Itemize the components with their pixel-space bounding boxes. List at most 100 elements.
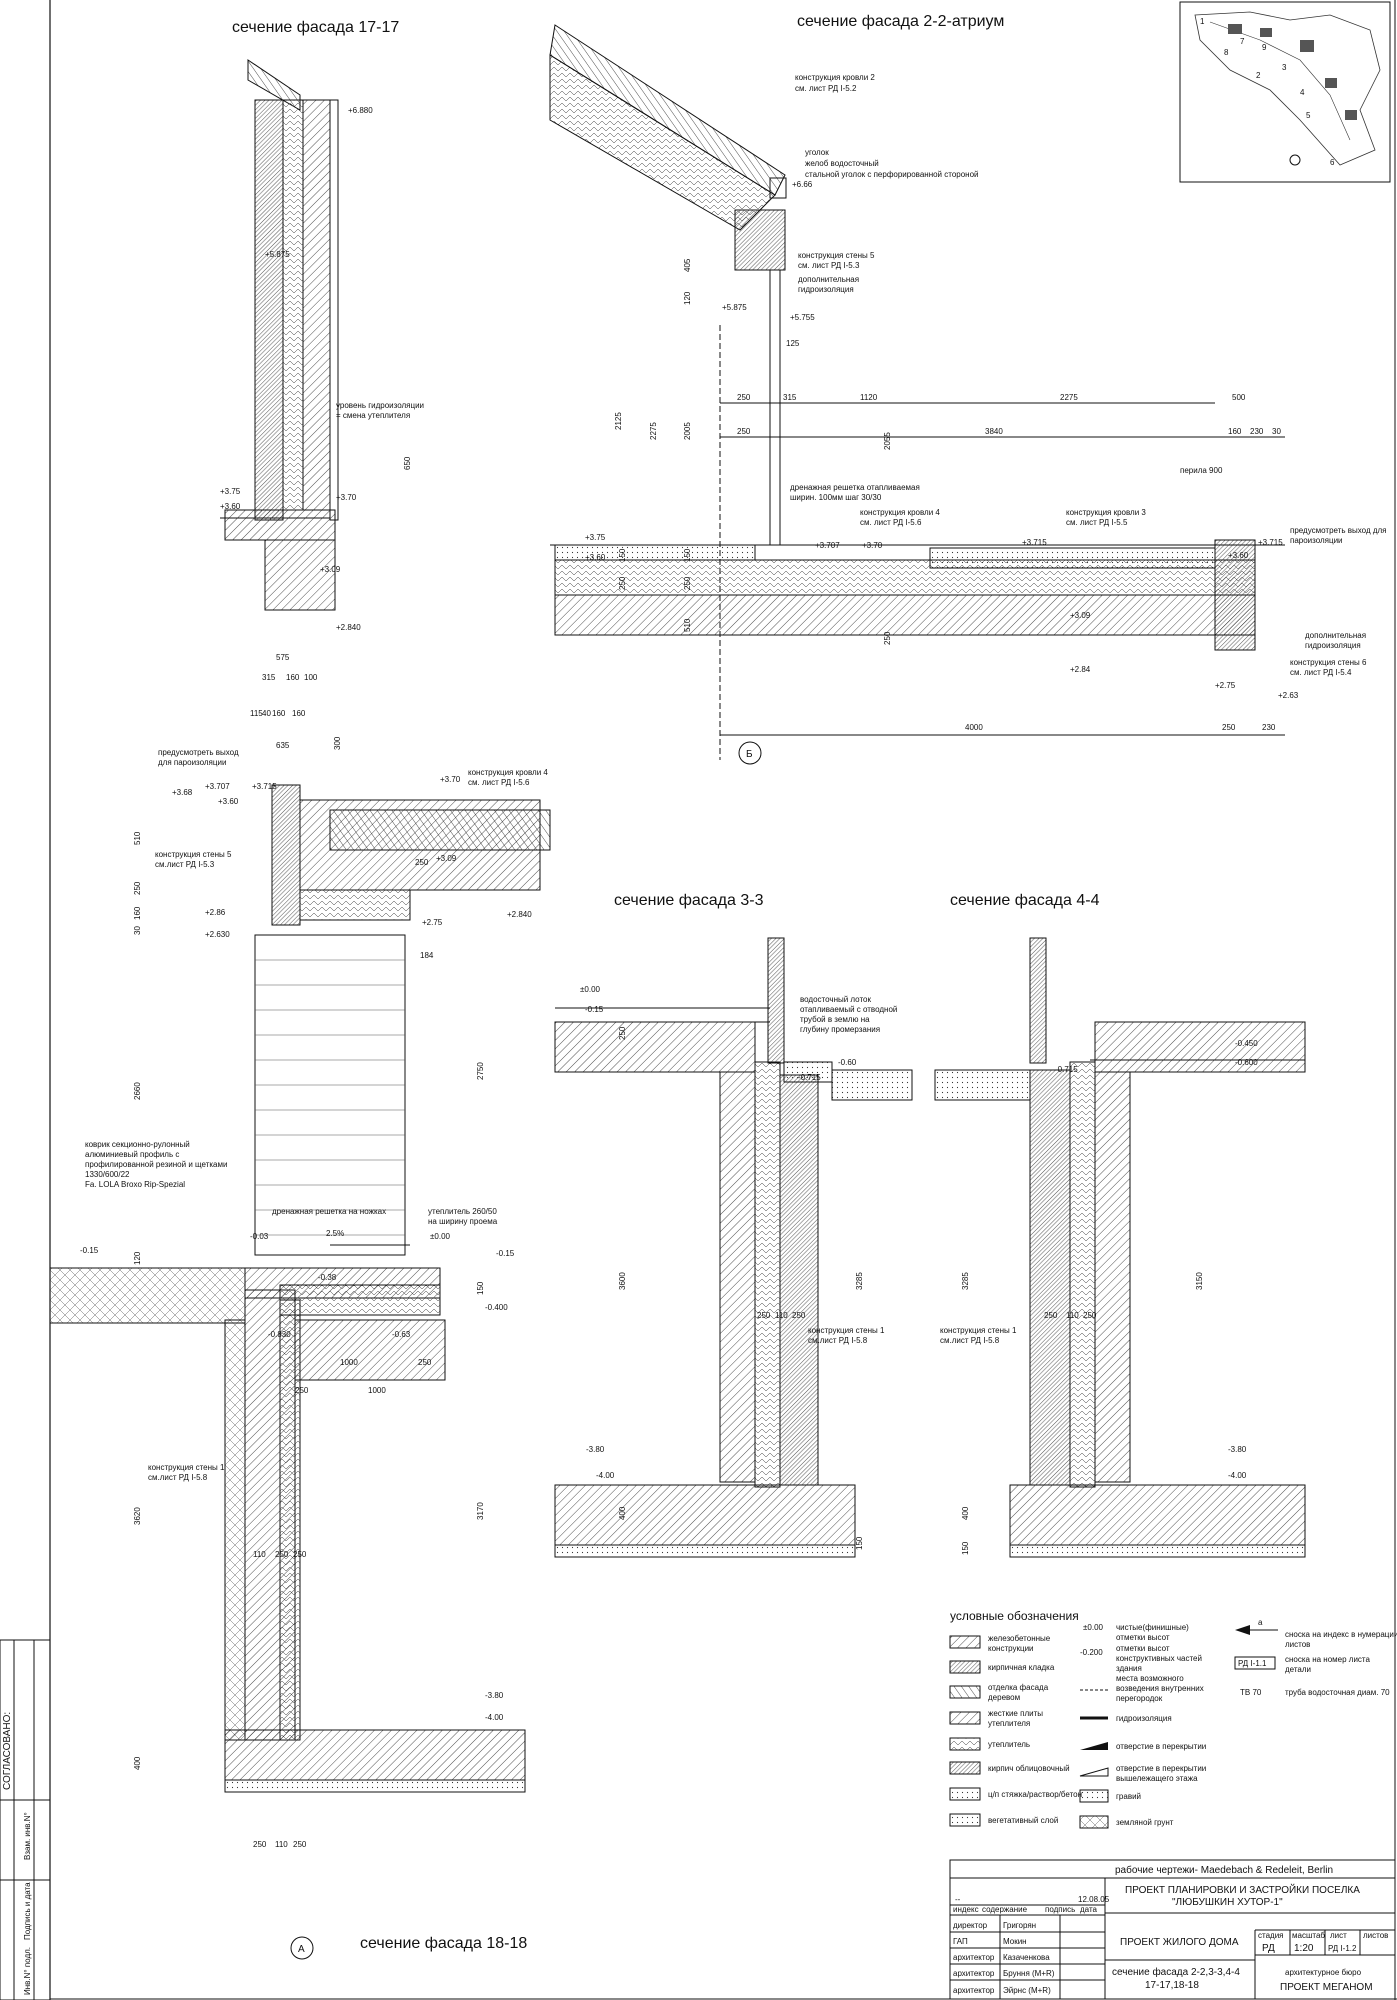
legend-opening-above-2: вышележащего этажа <box>1116 1774 1198 1783</box>
s44-level-0715: -0.715 <box>1055 1065 1078 1074</box>
stamp-replace: Взам. инв.N° <box>23 1812 32 1860</box>
tb-stage: РД <box>1262 1943 1275 1954</box>
s22-level-666: +6.66 <box>792 180 813 189</box>
legend-partition-3: перегородок <box>1116 1694 1163 1703</box>
s22-dim-v-150b: 150 <box>683 548 692 562</box>
north-arrow-icon <box>1289 154 1301 166</box>
s22-level-309: +3.09 <box>1070 611 1091 620</box>
s22-note-drain-2: ширин. 100мм шаг 30/30 <box>790 493 882 502</box>
tb-h-sheet: лист <box>1330 1931 1347 1940</box>
legend-mark-000: ±0.00 <box>1083 1623 1104 1632</box>
s22-dim-v-510: 510 <box>683 618 692 632</box>
tb-name-4: Бруння (M+R) <box>1003 1969 1055 1978</box>
legend-finish-1: чистые(финишные) <box>1116 1623 1189 1632</box>
s18-dim-635: 635 <box>276 741 290 750</box>
s18-dim-40: 40 <box>262 709 271 718</box>
s18-level-368: +3.68 <box>172 788 193 797</box>
s18-note-mat-5: Fa. LOLA Broxo Rip-Spezial <box>85 1180 185 1189</box>
s18-dim-250g: 250 <box>293 1840 307 1849</box>
legend-soil: земляной грунт <box>1116 1818 1174 1827</box>
index-arrow-icon <box>1235 1625 1250 1635</box>
keyplan-7: 7 <box>1240 37 1245 46</box>
s33-dim-400: 400 <box>618 1506 627 1520</box>
s17-level-6880: +6.880 <box>348 106 373 115</box>
s18-level-370: +3.70 <box>440 775 461 784</box>
s44-dim-110: 110 <box>1066 1311 1079 1320</box>
s22-level-275: +2.75 <box>1215 681 1236 690</box>
s22-note-wall5-2: см. лист РД I-5.3 <box>798 261 860 270</box>
s44-dim-3285: 3285 <box>961 1272 970 1290</box>
s22-note-vapour-1: предусмотреть выход для <box>1290 526 1387 535</box>
tb-dash: -- <box>955 1895 961 1904</box>
s22-note-wall5-1: конструкция стены 5 <box>798 251 875 260</box>
legend-facing-brick: кирпич облицовочный <box>988 1764 1070 1773</box>
tb-project-1: ПРОЕКТ ПЛАНИРОВКИ И ЗАСТРОЙКИ ПОСЕЛКА <box>1125 1883 1360 1896</box>
s18-level-038: -0.38 <box>318 1273 337 1282</box>
s33-dim-110: 110 <box>775 1311 788 1320</box>
legend-mark-0200: -0.200 <box>1080 1648 1103 1657</box>
section-2-2-atrium: Б конструкция кровли 2 см. лист РД I-5.2… <box>549 24 1387 765</box>
s18-level-063: -0.63 <box>392 1330 411 1339</box>
s22-dim-v-405: 405 <box>683 258 692 272</box>
s22-note-hydro-1: дополнительная <box>798 275 859 284</box>
s18-dim-184: 184 <box>420 951 434 960</box>
title-section-18: сечение фасада 18-18 <box>360 1935 527 1952</box>
tb-date: 12.08.05 <box>1078 1895 1110 1904</box>
s17-level-360: +3.60 <box>220 502 241 511</box>
s18-level-2840: +2.840 <box>507 910 532 919</box>
s18-dim-250f: 250 <box>253 1840 267 1849</box>
s18-note-roof4-2: см. лист РД I-5.6 <box>468 778 530 787</box>
s18-dim-1000a: 1000 <box>340 1358 358 1367</box>
s22-dim-mid-230: 230 <box>1250 427 1264 436</box>
s18-dim-160: 160 <box>286 673 300 682</box>
s18-dim-300: 300 <box>333 736 342 750</box>
legend: условные обозначения железобетонные конс… <box>949 1609 1397 1829</box>
s22-dim-top-1120: 1120 <box>860 393 878 402</box>
s22-dim-v-2005: 2005 <box>683 422 692 440</box>
s18-level-0830: -0.830 <box>268 1330 291 1339</box>
s18-note-vapour-1: предусмотреть выход <box>158 748 239 757</box>
s18-dim-v-2750: 2750 <box>476 1062 485 1080</box>
legend-index-2: листов <box>1285 1640 1310 1649</box>
s22-note-vapour-2: пароизоляции <box>1290 536 1343 545</box>
legend-concrete-2: конструкции <box>988 1644 1034 1653</box>
legend-brick: кирпичная кладка <box>988 1663 1055 1672</box>
s22-dim-top-500: 500 <box>1232 393 1246 402</box>
s44-level-400: -4.00 <box>1228 1471 1247 1480</box>
legend-partition-1: места возможного <box>1116 1674 1184 1683</box>
keyplan-8: 8 <box>1224 48 1229 57</box>
legend-insulation: утеплитель <box>988 1740 1030 1749</box>
s33-dim-3600: 3600 <box>618 1272 627 1290</box>
tb-rev-index: индекс <box>953 1905 979 1914</box>
legend-index-1: сноска на индекс в нумерации <box>1285 1630 1397 1639</box>
s22-dim-v-125: 125 <box>786 339 800 348</box>
s44-dim-250b: 250 <box>1083 1311 1097 1320</box>
title-section-17: сечение фасада 17-17 <box>232 19 399 36</box>
s33-dim-150: 150 <box>855 1536 864 1550</box>
legend-screed: ц/п стяжка/раствор/бетон <box>988 1790 1082 1799</box>
s22-dim-v-250b: 250 <box>683 576 692 590</box>
tb-rev-sign: подпись <box>1045 1905 1075 1914</box>
s18-dim-110b: 110 <box>275 1840 288 1849</box>
s18-dim-115: 115 <box>250 709 263 718</box>
s18-level-309: +3.09 <box>436 854 457 863</box>
s33-level-0715: -0.715 <box>798 1073 821 1082</box>
s18-level-275: +2.75 <box>422 918 443 927</box>
s33-dim-3285: 3285 <box>855 1272 864 1290</box>
s33-level-380: -3.80 <box>586 1445 605 1454</box>
s22-note-roof2-2: см. лист РД I-5.2 <box>795 84 857 93</box>
s18-note-roof4-1: конструкция кровли 4 <box>468 768 548 777</box>
title-section-44: сечение фасада 4-4 <box>950 892 1100 909</box>
tb-name-5: Эйрнс (M+R) <box>1003 1986 1051 1995</box>
s33-note-gutter-4: глубину промерзания <box>800 1025 880 1034</box>
s18-dim-160c: 160 <box>292 709 306 718</box>
tb-h-scale: масштаб <box>1292 1931 1325 1940</box>
legend-gravel: гравий <box>1116 1792 1141 1801</box>
shutter-slats <box>255 959 405 1236</box>
legend-struct-1: отметки высот <box>1116 1644 1170 1653</box>
side-stamp: СОГЛАСОВАНО: Взам. инв.N° Подпись и дата… <box>0 1639 51 2000</box>
tb-sheet: РД I-1.2 <box>1328 1944 1357 1953</box>
tb-role-2: ГАП <box>953 1937 968 1946</box>
s17-level-309: +3.09 <box>320 565 341 574</box>
